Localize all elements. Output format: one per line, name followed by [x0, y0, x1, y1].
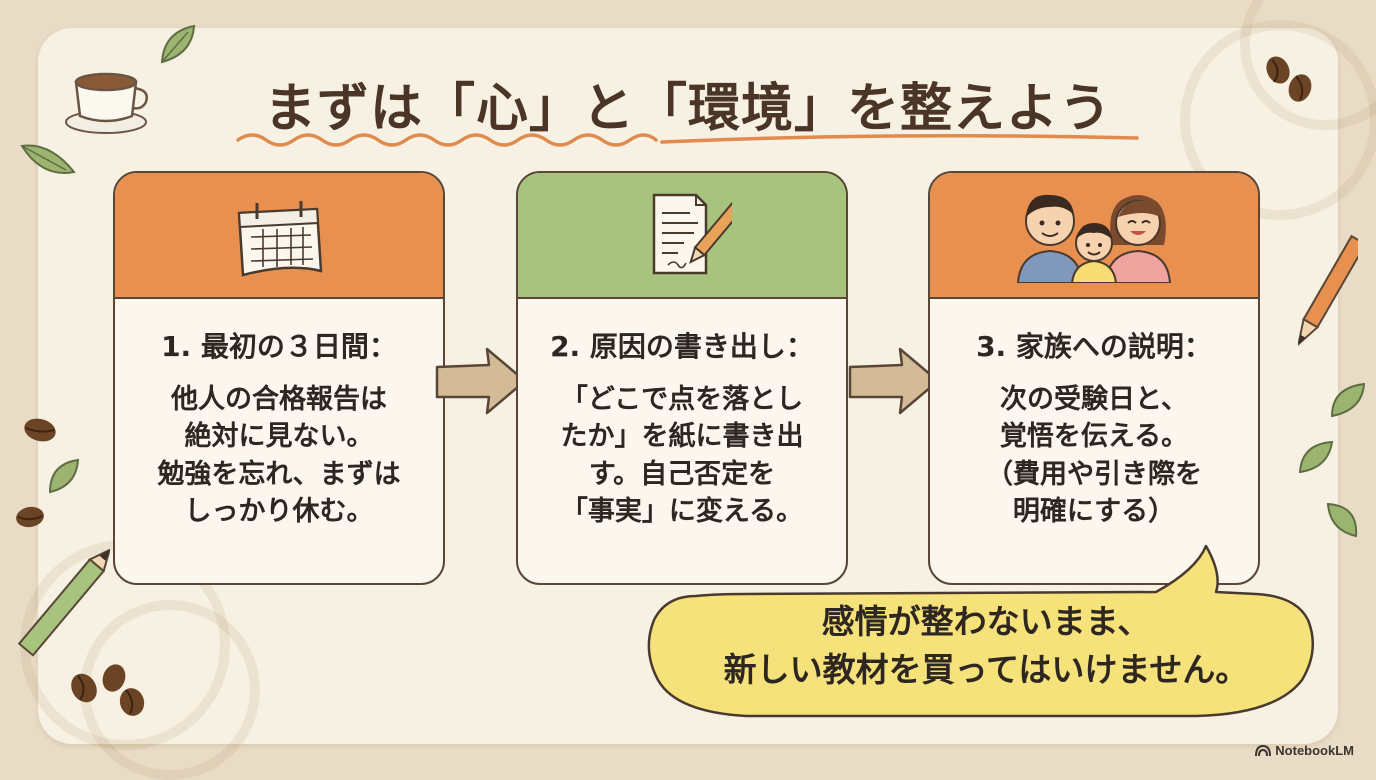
step-card-3-body: 次の受験日と、 覚悟を伝える。 （費用や引き際を 明確にする）	[930, 381, 1258, 530]
pencil-icon	[1298, 234, 1358, 347]
coffee-bean-icon	[24, 418, 56, 442]
step-card-3-header	[930, 173, 1258, 299]
notebooklm-logo-icon	[1255, 744, 1272, 760]
step-card-1-header	[115, 173, 443, 299]
calendar-icon	[237, 201, 323, 277]
callout-text: 感情が整わないまま、 新しい教材を買ってはいけません。	[646, 598, 1326, 694]
step-card-1-body: 他人の合格報告は 絶対に見ない。 勉強を忘れ、まずは しっかり休む。	[115, 381, 443, 530]
leaf-icon	[1298, 440, 1334, 474]
leaf-icon	[20, 144, 76, 174]
brand-name: NotebookLM	[1275, 743, 1354, 758]
callout-line-2: 新しい教材を買ってはいけません。	[723, 649, 1249, 689]
arrow-right-icon	[435, 347, 527, 415]
leaf-icon	[1330, 382, 1366, 418]
step-card-2: 2. 原因の書き出し： 「どこで点を落とし たか」を紙に書き出 す。自己否定を …	[516, 171, 848, 585]
step-card-2-line: す。自己否定を	[588, 458, 776, 490]
step-card-2-line: 「どこで点を落とし	[560, 384, 804, 415]
step-card-2-line: 「事実」に変える。	[560, 495, 804, 527]
step-card-2-body: 「どこで点を落とし たか」を紙に書き出 す。自己否定を 「事実」に変える。	[518, 381, 846, 530]
step-card-2-header	[518, 173, 846, 299]
leaf-icon	[1326, 502, 1358, 538]
step-card-3-line: （費用や引き際を	[986, 458, 1202, 490]
brand-watermark: NotebookLM	[1255, 743, 1354, 760]
step-card-1-line: 他人の合格報告は	[171, 384, 387, 415]
step-card-3: 3. 家族への説明： 次の受験日と、 覚悟を伝える。 （費用や引き際を 明確にす…	[928, 171, 1260, 585]
step-card-3-line: 明確にする）	[1012, 495, 1176, 527]
step-card-3-line: 次の受験日と、	[1000, 384, 1188, 415]
callout-line-1: 感情が整わないまま、	[821, 602, 1151, 641]
step-card-1-line: 勉強を忘れ、まずは	[157, 458, 401, 490]
leaf-icon	[48, 458, 80, 494]
step-card-3-heading: 3. 家族への説明：	[976, 330, 1212, 363]
step-card-1: 1. 最初の３日間： 他人の合格報告は 絶対に見ない。 勉強を忘れ、まずは しっ…	[113, 171, 445, 585]
coffee-bean-icon	[1266, 56, 1312, 102]
title-underline-squiggle	[236, 133, 1139, 147]
step-card-2-line: たか」を紙に書き出	[560, 421, 804, 453]
step-card-1-heading: 1. 最初の３日間：	[161, 330, 397, 363]
coffee-ring	[1240, 0, 1376, 130]
family-icon	[1016, 194, 1172, 283]
step-card-1-line: 絶対に見ない。	[184, 421, 374, 453]
leaf-icon	[160, 24, 196, 64]
coffee-bean-icon	[16, 506, 44, 528]
callout-bubble	[647, 544, 1314, 718]
page-title: まずは「心」と「環境」を整えよう	[263, 79, 1112, 139]
step-card-1-line: しっかり休む。	[184, 495, 374, 527]
step-card-2-heading: 2. 原因の書き出し：	[550, 330, 814, 363]
arrow-right-icon	[848, 347, 940, 415]
coffee-cup-icon	[65, 72, 148, 134]
document-pen-icon	[652, 193, 732, 275]
pencil-icon	[17, 548, 110, 657]
step-card-3-line: 覚悟を伝える。	[999, 421, 1189, 453]
coffee-bean-icon	[71, 664, 145, 716]
